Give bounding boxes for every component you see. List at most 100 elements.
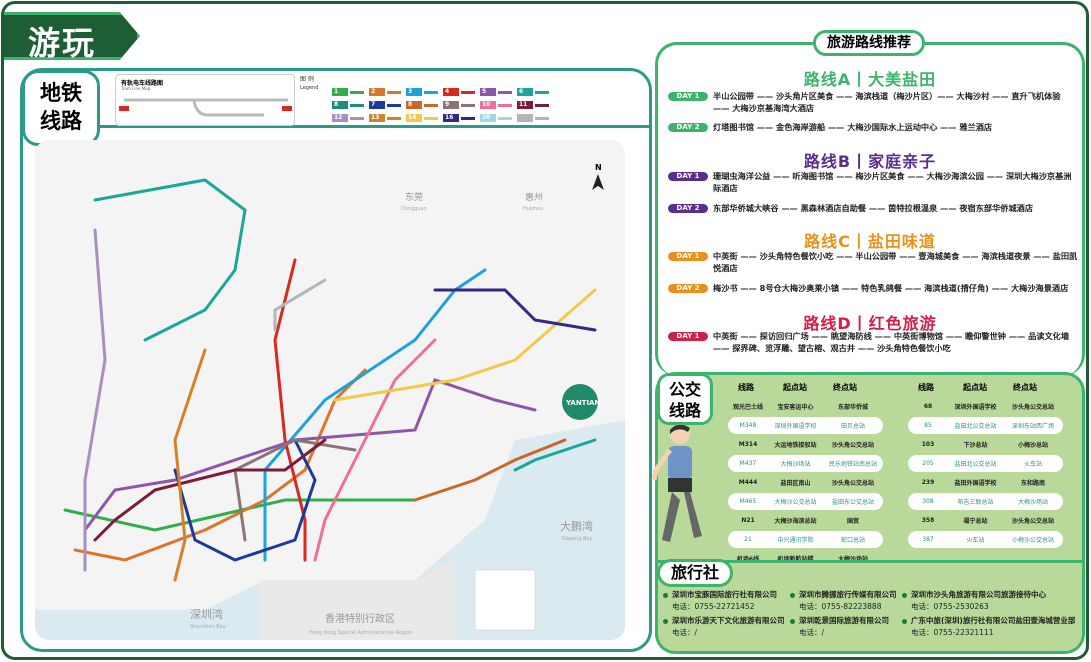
bus-route-number: N21 xyxy=(741,517,755,524)
bus-label-line1: 公交 xyxy=(668,380,701,399)
legend-line-1: 1 xyxy=(332,88,364,96)
section-title: 游玩 xyxy=(28,24,97,62)
bus-label-line2: 线路 xyxy=(668,401,701,420)
bus-end-stop: 东和路南 xyxy=(1020,480,1045,487)
agency-item: 广东中旅(深圳)旅行社有限公司盐田壹海城营业部电话：0755-22321111 xyxy=(902,615,1075,639)
bus-start-stop: 机场新航站楼 xyxy=(768,554,823,563)
section-banner: 游玩 xyxy=(4,12,140,60)
bus-start-stop: 深圳外国语学校 xyxy=(954,404,997,411)
bus-start-stop: 下沙总站 xyxy=(963,442,988,449)
bus-start-stop: 福宁总站 xyxy=(963,518,988,525)
day-badge: DAY 1 xyxy=(668,92,708,101)
line-badge: 3 xyxy=(406,88,422,96)
bus-end-stop: 大梅沙场站 xyxy=(1017,499,1048,506)
line-badge xyxy=(517,114,533,122)
day-badge: DAY 2 xyxy=(668,284,708,293)
agency-name: 深圳市腾挪旅行传媒有限公司 xyxy=(799,590,897,599)
route-day-itinerary: 东部华侨城大峡谷 —— 黑森林酒店自助餐 —— 茵特拉根温泉 —— 夜宿东部华侨… xyxy=(713,203,1034,213)
bus-route-number: M314 xyxy=(738,441,758,448)
bus-start-stop: 盐田区南山 xyxy=(780,480,811,487)
bus-end-stop: 沙头角公交总站 xyxy=(831,480,874,487)
line-swatch xyxy=(350,116,364,120)
bus-end-stop: 深圳东站西广场 xyxy=(1011,423,1054,430)
legend-bar xyxy=(100,70,650,128)
line-swatch xyxy=(498,116,512,120)
bus-route-row: N21 大梅沙海滨总站 国贸 xyxy=(728,512,883,529)
routes-title: 旅游路线推荐 xyxy=(813,30,925,56)
agency-name: 深圳市沙头角旅游有限公司旅游接待中心 xyxy=(911,590,1046,599)
bus-header: 线路 xyxy=(918,383,934,392)
bus-route-number: 387 xyxy=(922,536,934,543)
line-swatch xyxy=(461,90,475,94)
line-swatch xyxy=(424,103,438,107)
bus-route-row: M444 盐田区南山 沙头角公交总站 xyxy=(728,474,883,491)
bus-route-number: 85 xyxy=(924,422,932,429)
route-day-itinerary: 珊瑚虫海洋公益 —— 听海图书馆 —— 梅沙片区美食 —— 大梅沙海滨公园 ——… xyxy=(713,171,1072,193)
subway-label-line2: 线路 xyxy=(40,109,82,133)
legend-line-6: 6 xyxy=(517,88,549,96)
bus-route-row: M437 大梅沙场站 民乐地铁站南总站 xyxy=(728,455,883,472)
agency-phone: 电话：0755-82223888 xyxy=(799,602,882,611)
bus-route-row: 239 盐田外国语学校 东和路南 xyxy=(908,474,1063,491)
agency-item: 深圳乾景国际旅游有限公司电话：/ xyxy=(790,615,889,639)
bus-end-stop: 东部华侨城 xyxy=(837,404,868,411)
line-badge: 20 xyxy=(480,114,496,122)
subway-label: 地铁线路 xyxy=(22,70,100,146)
line-swatch xyxy=(498,90,512,94)
line-swatch xyxy=(461,116,475,120)
route-day-itinerary: 中英街 —— 探访回归广场 —— 眺望海防线 —— 中英街博物馆 —— 瞻仰警世… xyxy=(713,331,1070,353)
tram-map-title: 有轨电车线路图 xyxy=(121,80,164,87)
agency-item: 深圳市乐游天下文化旅游有限公司电话：/ xyxy=(663,615,785,639)
line-badge: 10 xyxy=(480,101,496,109)
bus-route-number: 239 xyxy=(921,479,935,486)
label-hong-kong-en: Hong Kong Special Administrative Region xyxy=(309,630,412,636)
bus-header: 起点站 xyxy=(963,383,987,392)
route-day-itinerary: 灯塔图书馆 —— 金色海岸游船 —— 大梅沙国际水上运动中心 —— 雅兰酒店 xyxy=(713,122,993,132)
bus-header: 起点站 xyxy=(783,383,807,392)
bus-end-stop: 沙头角公交总站 xyxy=(831,442,874,449)
bus-start-stop: 大梅沙海滨总站 xyxy=(774,518,817,525)
agency-name: 广东中旅(深圳)旅行社有限公司盐田壹海城营业部 xyxy=(911,616,1076,625)
bus-end-stop: 田贝总站 xyxy=(840,423,865,430)
bus-label: 公交线路 xyxy=(657,373,713,425)
bus-start-stop: 布吉三联总站 xyxy=(957,499,994,506)
label-dongguan-en: Dongguan xyxy=(401,206,427,212)
line-swatch xyxy=(350,103,364,107)
yantian-marker xyxy=(562,384,598,420)
agency-phone: 电话：0755-22721452 xyxy=(672,602,755,611)
route-heading: 路线A丨大美盐田 xyxy=(803,70,937,89)
subway-map: 东莞 Dongguan 惠州 Huizhou 深圳湾 Shenzhen Bay … xyxy=(35,140,625,640)
bus-start-stop: 盐田外国语学校 xyxy=(954,480,997,487)
bus-end-stop: 盐田东公交总站 xyxy=(831,499,874,506)
agency-item: 深圳市宝豚国际旅行社有限公司电话：0755-22721452 xyxy=(663,589,777,613)
bus-route-number: 观光巴士线 xyxy=(732,404,763,411)
line-badge: 12 xyxy=(332,114,348,122)
bus-end-stop: 国贸 xyxy=(846,518,859,525)
line-badge: 13 xyxy=(369,114,385,122)
bus-start-stop: 盐田北公交总站 xyxy=(954,423,997,430)
line-badge: 11 xyxy=(517,101,533,109)
bus-route-row: M314 大运地铁接驳站 沙头角公交总站 xyxy=(728,436,883,453)
bus-route-row: 观光巴士线 宝安客运中心 东部华侨城 xyxy=(728,398,883,415)
label-dapeng-bay-en: Dapeng Bay xyxy=(562,536,593,542)
line-badge: 16 xyxy=(443,114,459,122)
line-badge: 8 xyxy=(406,101,422,109)
line-badge: 8 xyxy=(332,101,348,109)
north-arrow-icon xyxy=(592,174,604,190)
legend-line-7: 7 xyxy=(369,101,401,109)
agency-phone: 电话：/ xyxy=(799,628,825,637)
line-swatch xyxy=(350,90,364,94)
bus-route-number: M444 xyxy=(738,479,758,486)
agency-title: 旅行社 xyxy=(657,559,733,587)
subway-map-svg: 东莞 Dongguan 惠州 Huizhou 深圳湾 Shenzhen Bay … xyxy=(35,163,625,640)
legend-line-8: 8 xyxy=(406,101,438,109)
agency-name: 深圳市宝豚国际旅行社有限公司 xyxy=(672,590,777,599)
legend-subtitle: Legend xyxy=(300,85,319,91)
bus-route-row: 358 福宁总站 沙头角公交总站 xyxy=(908,512,1063,529)
legend-line-10: 10 xyxy=(480,101,512,109)
agency-phone: 电话：0755-2530263 xyxy=(911,602,989,611)
line-badge: 14 xyxy=(406,114,422,122)
legend-title: 图 例 xyxy=(300,76,314,83)
bus-route-number: M465 xyxy=(739,498,757,505)
route-heading: 路线D丨红色旅游 xyxy=(803,314,937,333)
